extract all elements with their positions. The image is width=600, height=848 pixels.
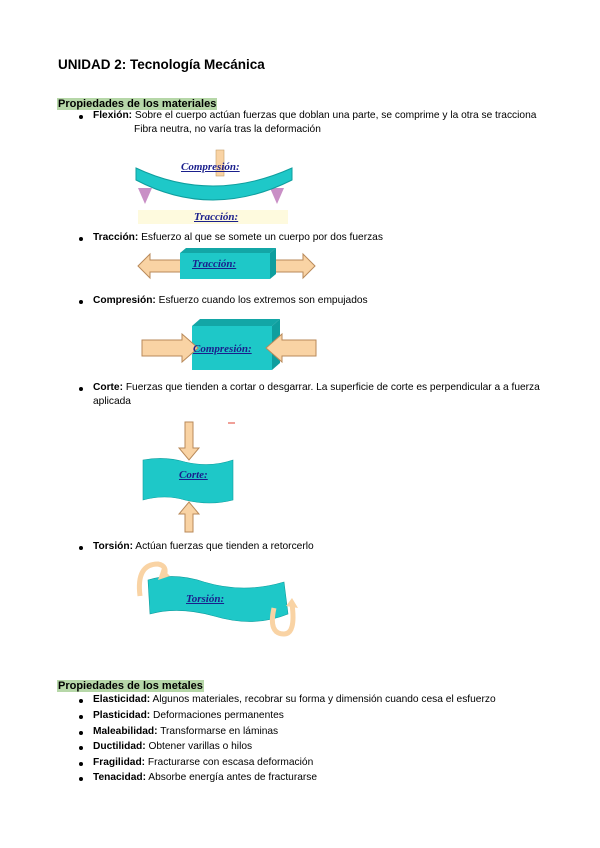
bullet <box>79 300 83 304</box>
list-item-traccion: Tracción: Esfuerzo al que se somete un c… <box>93 232 383 243</box>
bullet <box>79 731 83 735</box>
bullet <box>79 777 83 781</box>
list-item-ductilidad: Ductilidad: Obtener varillas o hilos <box>93 741 253 752</box>
bullet <box>79 237 83 241</box>
list-item-tenacidad: Tenacidad: Absorbe energía antes de frac… <box>93 772 318 783</box>
flexion-diagram <box>135 149 293 224</box>
torsion-diagram <box>136 561 298 637</box>
bullet <box>79 387 83 391</box>
compresion-diagram <box>141 319 317 370</box>
label-compresion-flexion: Compresión: <box>181 161 240 173</box>
list-item-plasticidad: Plasticidad: Deformaciones permanentes <box>93 710 284 721</box>
flexion-note: Fibra neutra, no varía tras la deformaci… <box>134 124 321 135</box>
page-title: UNIDAD 2: Tecnología Mecánica <box>58 57 265 72</box>
label-corte: Corte: <box>179 469 208 481</box>
section-heading-materiales: Propiedades de los materiales <box>57 98 218 110</box>
section-heading-metales: Propiedades de los metales <box>57 680 204 692</box>
label-torsion: Torsión: <box>186 593 225 605</box>
list-item-compresion: Compresión: Esfuerzo cuando los extremos… <box>93 295 368 306</box>
list-item-flexion: Flexión: Sobre el cuerpo actúan fuerzas … <box>93 110 537 121</box>
list-item-corte: Corte: Fuerzas que tienden a cortar o de… <box>93 382 540 407</box>
list-item-fragilidad: Fragilidad: Fracturarse con escasa defor… <box>93 757 314 768</box>
bullet <box>79 546 83 550</box>
label-traccion-flexion: Tracción: <box>194 211 239 223</box>
bullet <box>79 746 83 750</box>
list-item-elasticidad: Elasticidad: Algunos materiales, recobra… <box>93 694 496 705</box>
list-item-maleabilidad: Maleabilidad: Transformarse en láminas <box>93 726 279 737</box>
traccion-diagram <box>137 248 316 280</box>
bullet <box>79 115 83 119</box>
label-compresion: Compresión: <box>193 343 252 355</box>
label-traccion: Tracción: <box>192 258 237 270</box>
bullet <box>79 699 83 703</box>
bullet <box>79 715 83 719</box>
corte-diagram <box>142 421 235 533</box>
bullet <box>79 762 83 766</box>
list-item-torsion: Torsión: Actúan fuerzas que tienden a re… <box>93 541 314 552</box>
